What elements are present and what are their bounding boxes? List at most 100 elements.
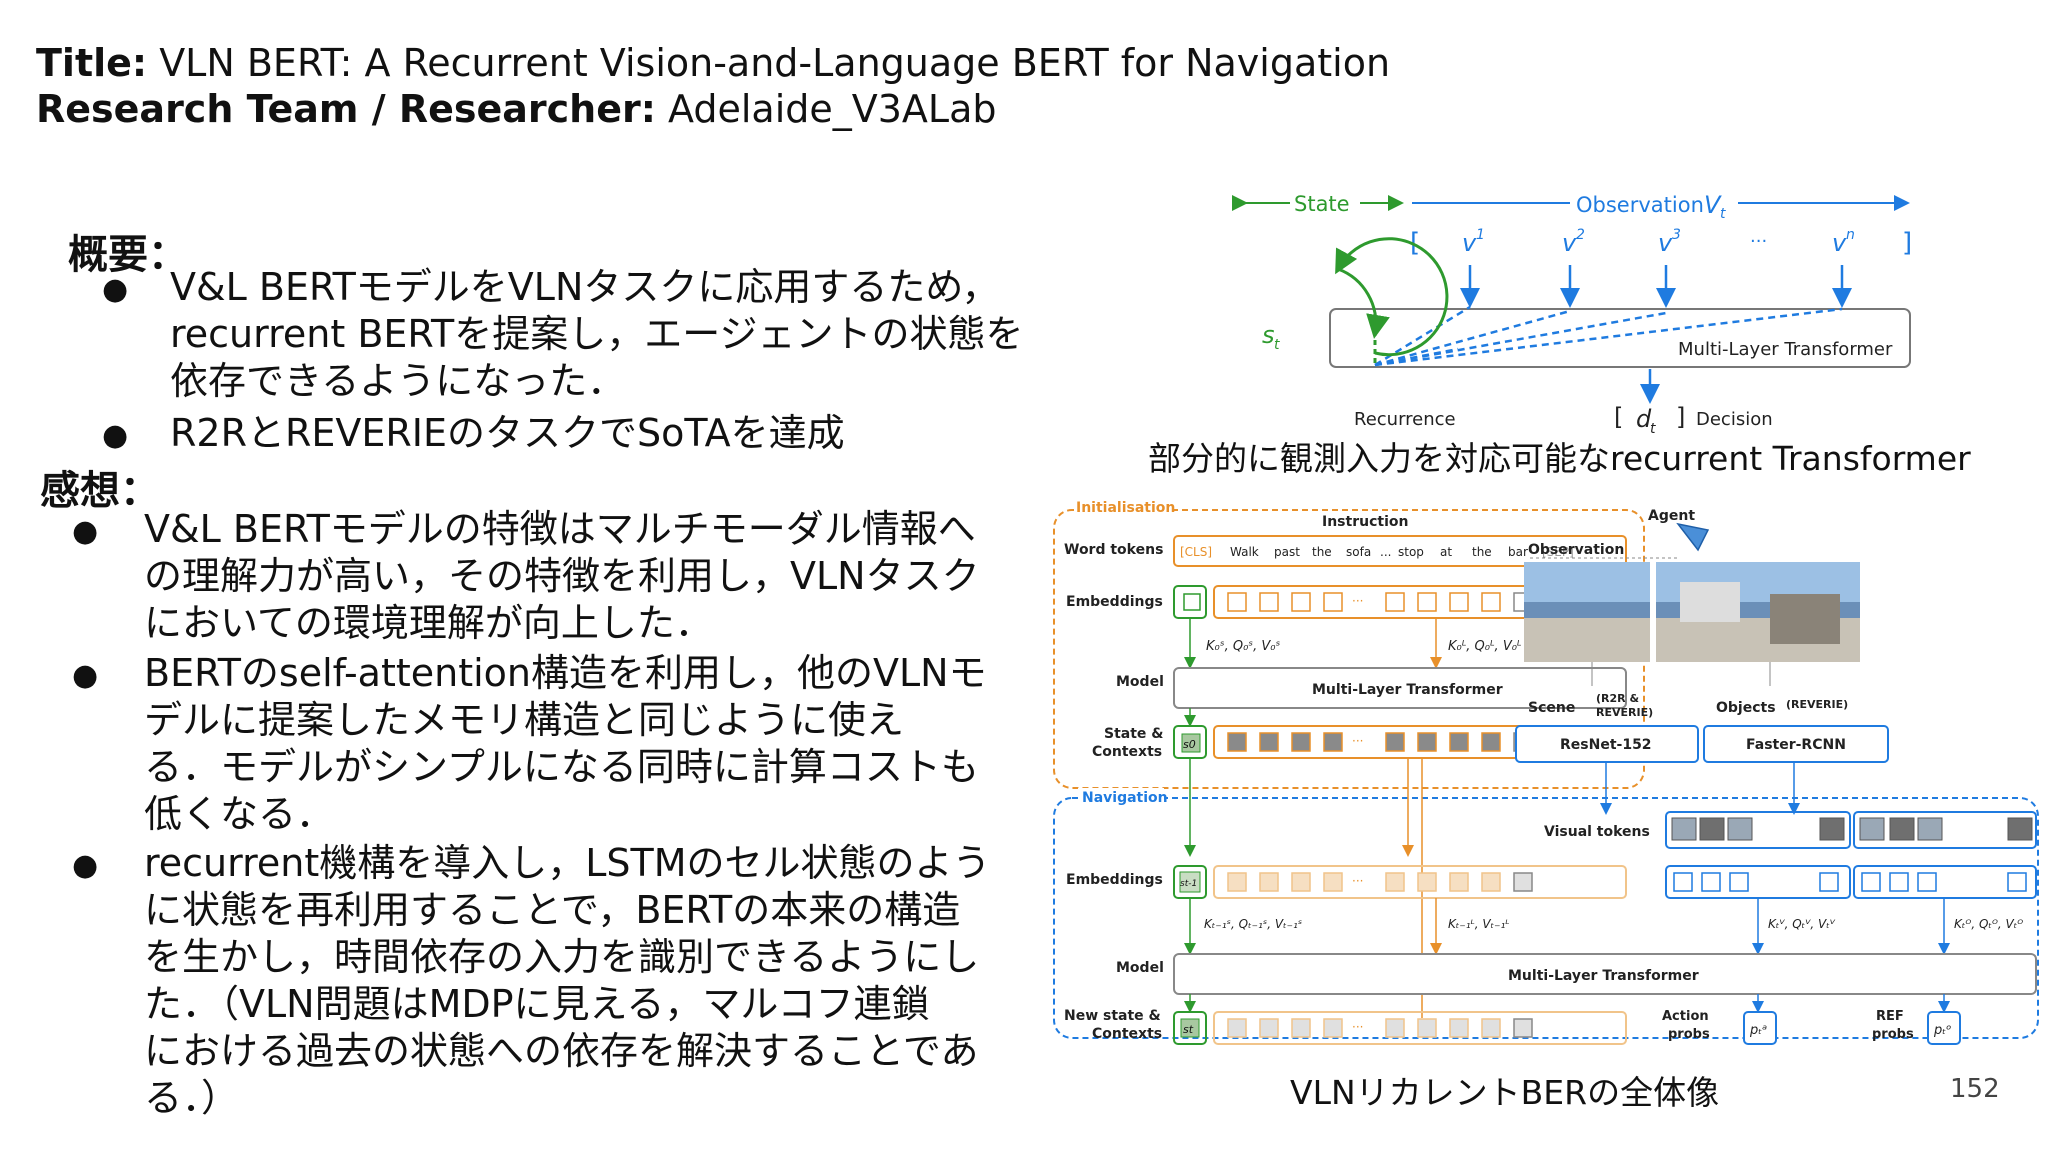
- frcnn-box: [1703, 725, 1889, 763]
- token-cell: [1481, 1018, 1501, 1038]
- objects-note: (REVERIE): [1786, 698, 1848, 711]
- ref-probs-label: probs: [1872, 1027, 1914, 1042]
- token-cell: [1417, 872, 1437, 892]
- page-number: 152: [1950, 1074, 2000, 1104]
- visual-emb-cell: [1889, 872, 1909, 892]
- token-cell: [1323, 1018, 1343, 1038]
- action-prob-box: [1743, 1011, 1777, 1045]
- state-contexts-label: Contexts: [1092, 744, 1162, 760]
- action-probs-label: Action: [1662, 1009, 1709, 1024]
- ref-prob-box: [1927, 1011, 1961, 1045]
- title-label: Title:: [36, 41, 148, 85]
- token-sup: 3: [1672, 227, 1681, 243]
- token-cell: [1385, 732, 1405, 752]
- token-cell: [1323, 592, 1343, 612]
- obs-sub: t: [1720, 206, 1726, 222]
- token-cell: [1323, 872, 1343, 892]
- token-cell: [1449, 1018, 1469, 1038]
- title-value: VLN BERT: A Recurrent Vision-and-Languag…: [147, 41, 1391, 85]
- vln-bert-architecture-diagram: Initialisation Navigation Word tokens Em…: [1053, 498, 2039, 1045]
- new-contexts-box: [1213, 1011, 1627, 1045]
- token-cell: [1385, 592, 1405, 612]
- recurrence-arc: [1335, 237, 1449, 357]
- observation-label: Observation: [1528, 542, 1624, 558]
- token-cell: [1259, 592, 1279, 612]
- visual-token-thumb: [1671, 817, 1697, 841]
- state-symbol: s: [1262, 321, 1275, 349]
- token-sup: 2: [1576, 227, 1585, 243]
- transformer-label: Multi-Layer Transformer: [1678, 339, 1893, 360]
- recurrent-transformer-diagram: State Observation V t [ ] v 1 v 2 v 3 v …: [1232, 191, 1912, 435]
- token-cell: [1513, 872, 1533, 892]
- impressions-heading: 感想：: [40, 468, 160, 514]
- token-cell: [1259, 1018, 1279, 1038]
- scene-label: Scene: [1528, 700, 1575, 716]
- token-cell: [1385, 1018, 1405, 1038]
- embeddings-label: Embeddings: [1066, 594, 1163, 610]
- visual-emb-cell: [1729, 872, 1749, 892]
- attention-line: [1374, 309, 1571, 367]
- scene-object: [1680, 582, 1740, 622]
- token-cell: [1449, 732, 1469, 752]
- visual-token-thumb: [1859, 817, 1885, 841]
- line: においての環境理解が向上した．: [144, 601, 713, 645]
- st-label: st: [1183, 1023, 1194, 1036]
- st-box: [1173, 1011, 1207, 1045]
- token-cell: [1259, 732, 1279, 752]
- word-tokens-label: Word tokens: [1064, 542, 1163, 558]
- decision-open-bracket: [: [1614, 403, 1623, 431]
- token-sup: n: [1846, 227, 1855, 243]
- line: を生かし，時間依存の入力を識別できるようにし: [144, 935, 980, 979]
- visual-emb-cell: [1701, 872, 1721, 892]
- obs-symbol: V: [1704, 191, 1722, 219]
- visual-emb-cell: [1819, 872, 1839, 892]
- visual-token-thumb: [1819, 817, 1845, 841]
- visual-emb-cell: [1917, 872, 1937, 892]
- decision-close-bracket: ]: [1676, 403, 1685, 431]
- cell-ellipsis: ···: [1352, 1020, 1363, 1034]
- token-cell: [1385, 872, 1405, 892]
- nav-word-box: [1213, 865, 1627, 899]
- resnet-box: [1515, 725, 1699, 763]
- cell-ellipsis: ···: [1352, 734, 1363, 748]
- overview-heading: 概要：: [68, 232, 188, 278]
- line: 低くなる．: [144, 792, 335, 836]
- line: recurrent機構を導入し，LSTMのセル状態のよう: [144, 841, 991, 885]
- line: R2RとREVERIEのタスクでSoTAを達成: [170, 411, 845, 455]
- nav-transformer-label: Multi-Layer Transformer: [1508, 968, 1699, 984]
- scene-note: (R2R &: [1596, 692, 1639, 705]
- s0-label: s0: [1183, 738, 1196, 751]
- word-token: sofa: [1346, 545, 1371, 559]
- word-token: at: [1440, 545, 1452, 559]
- token-cell: [1323, 732, 1343, 752]
- scene-object: [1770, 594, 1840, 644]
- visual-emb-cell: [1861, 872, 1881, 892]
- token-v: v: [1832, 229, 1847, 257]
- token-v: v: [1658, 229, 1673, 257]
- token-cell: [1227, 872, 1247, 892]
- team-value: Adelaide_V3ALab: [655, 87, 997, 131]
- scene-note: REVERIE): [1596, 706, 1653, 719]
- attention-line: [1374, 347, 1459, 367]
- observation-label: Observation: [1576, 193, 1704, 217]
- decision-sub: t: [1650, 421, 1656, 435]
- nav-model-label: Model: [1116, 960, 1164, 976]
- impressions-bullet-1: ● V&L BERTモデルの特徴はマルチモーダル情報へ の理解力が高い，その特徴…: [72, 506, 980, 647]
- agent-icon: [1676, 522, 1710, 552]
- visual-token-thumb: [1917, 817, 1943, 841]
- s0-cell: [1181, 733, 1201, 753]
- pa-label: pₜᵃ: [1749, 1023, 1767, 1038]
- visual-token-thumb: [1727, 817, 1753, 841]
- kv-lt1: Kₜ₋₁ᴸ, Vₜ₋₁ᴸ: [1448, 917, 1510, 931]
- objects-label: Objects: [1716, 700, 1776, 716]
- resnet-label: ResNet-152: [1560, 737, 1652, 753]
- overview-bullet-1: ● V&L BERTモデルをVLNタスクに応用するため， recurrent B…: [102, 264, 1024, 405]
- bullet-marker: ●: [72, 658, 99, 693]
- token-cell: [1291, 872, 1311, 892]
- st-cell: [1180, 1018, 1200, 1038]
- ref-probs-label: REF: [1876, 1009, 1904, 1024]
- token-v: v: [1462, 229, 1477, 257]
- token-ellipsis: ···: [1750, 231, 1767, 252]
- slide-title: Title: VLN BERT: A Recurrent Vision-and-…: [36, 40, 1390, 86]
- line: V&L BERTモデルの特徴はマルチモーダル情報へ: [144, 507, 976, 551]
